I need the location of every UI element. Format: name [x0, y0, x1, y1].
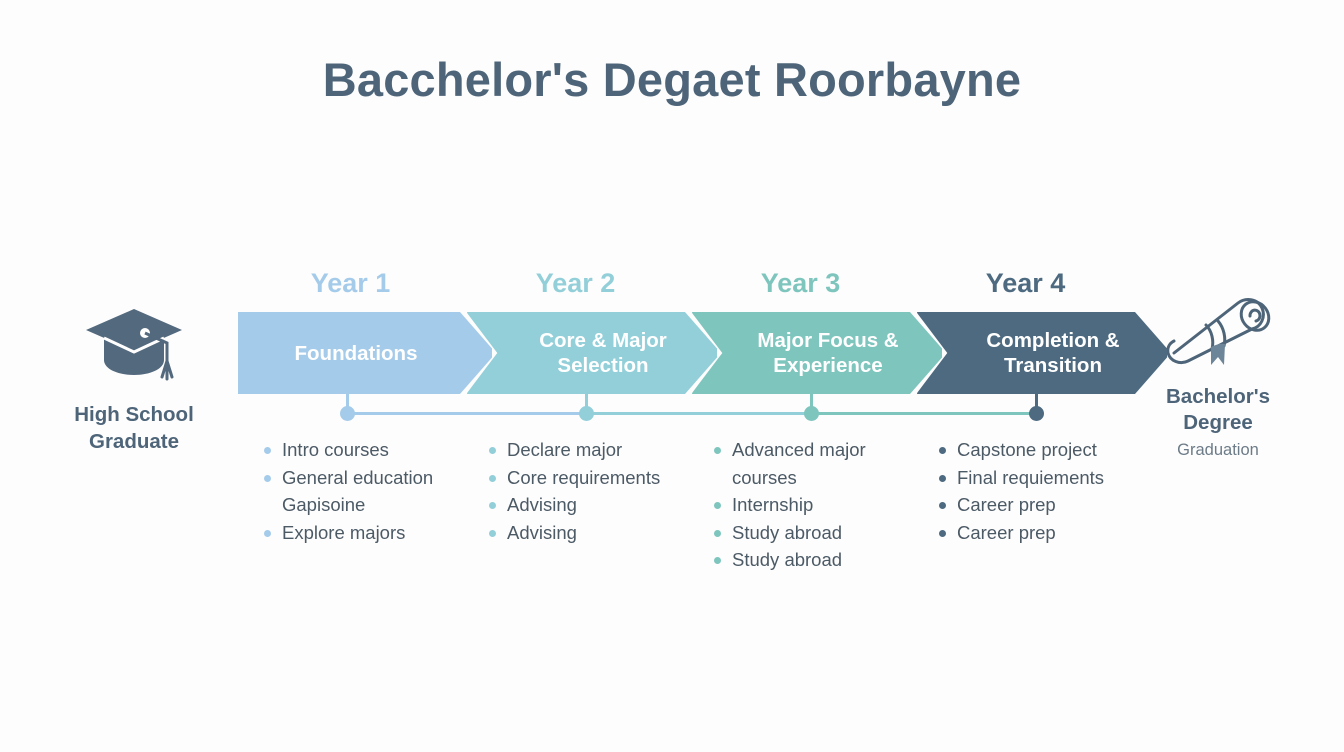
bullet-dot-icon — [939, 447, 946, 454]
list-item-label: Gapisoine — [282, 494, 366, 516]
rail-node-1[interactable] — [340, 406, 355, 421]
rail-stem-4 — [1035, 392, 1038, 413]
year-label-3: Year 3 — [760, 268, 841, 298]
page-title: Bacchelor's Degaet Roorbayne — [322, 53, 1022, 106]
bullet-dot-icon — [714, 529, 721, 537]
list-item: Intro courses — [260, 437, 475, 463]
bullet-dot-icon — [939, 474, 946, 482]
bullet-dot-icon — [489, 529, 496, 537]
graduation-cap-icon — [48, 300, 220, 386]
list-item: Advising — [485, 492, 700, 518]
stage-chevron-band: Foundations Core & Major Selection Major F… — [238, 312, 1167, 394]
bullet-dot-icon — [264, 474, 271, 482]
rail-node-4[interactable] — [1029, 406, 1044, 421]
list-item-label: Advising — [507, 494, 577, 516]
list-item-label: Advanced major — [732, 439, 866, 460]
list-item-label: Career prep — [957, 494, 1056, 516]
list-item: Capstone project — [935, 437, 1150, 463]
bullet-dot-icon — [489, 502, 496, 510]
rail-segment-3 — [811, 412, 1036, 415]
rail-stem-2 — [585, 392, 588, 413]
list-item: Core requirements — [485, 465, 700, 491]
stage-chevron-1[interactable]: Foundations — [238, 312, 492, 394]
list-item: Final requiements — [935, 465, 1150, 491]
stage-chevron-label-3: Major Focus & Experience — [757, 329, 899, 377]
stage-chevron-label-4: Completion & Transition — [986, 329, 1120, 377]
start-node-label: High School Graduate — [74, 403, 194, 453]
bullet-dot-icon — [714, 502, 721, 510]
timeline-connector-rail — [238, 392, 1138, 424]
end-node-label: Bachelor's Degree — [1165, 385, 1270, 434]
list-item: Career prep — [935, 492, 1150, 518]
year-label-1: Year 1 — [310, 268, 391, 298]
list-item-label: Capstone project — [957, 439, 1097, 460]
list-item: Declare major — [485, 437, 700, 463]
bullet-dot-icon — [264, 529, 271, 537]
list-item: Advising — [485, 520, 700, 546]
list-item: Study abroad — [710, 520, 925, 546]
list-item-label: Explore majors — [282, 521, 406, 543]
stage-chevron-2[interactable]: Core & Major Selection — [463, 312, 717, 394]
bullet-dot-icon — [714, 447, 721, 454]
rail-node-2[interactable] — [579, 406, 594, 421]
bullet-dot-icon — [489, 447, 496, 454]
bullet-dot-icon — [489, 474, 496, 482]
stage-chevron-label-1: Foundations — [294, 341, 418, 365]
year-label-2: Year 2 — [535, 268, 616, 298]
end-node-sublabel: Graduation — [1177, 441, 1259, 460]
rail-segment-2 — [586, 412, 811, 415]
stage-chevron-4[interactable]: Completion & Transition — [913, 312, 1167, 394]
list-item: Study abroad — [710, 547, 925, 573]
list-item: Advanced major — [710, 437, 925, 463]
list-item-label: Study abroad — [732, 521, 843, 543]
list-item-label: Advising — [507, 521, 577, 543]
stage-chevron-label-2: Core & Major Selection — [539, 329, 667, 377]
list-item: Career prep — [935, 520, 1150, 546]
list-item-label: Internship — [732, 494, 814, 516]
stage-chevron-3[interactable]: Major Focus & Experience — [688, 312, 942, 394]
diploma-scroll-icon — [1123, 290, 1313, 378]
bullet-dot-icon — [264, 447, 271, 454]
list-item: Explore majors — [260, 520, 475, 546]
rail-stem-1 — [346, 392, 349, 413]
list-item: General education — [260, 465, 475, 491]
list-item-label: Declare major — [507, 439, 623, 460]
list-item-label: General education — [282, 466, 434, 488]
start-node-high-school: High School Graduate — [48, 300, 220, 455]
list-item-label: Final requiements — [957, 466, 1105, 488]
list-item-label: Core requirements — [507, 466, 661, 488]
bullet-dot-icon — [939, 529, 946, 537]
list-item: courses — [710, 465, 925, 491]
rail-segment-1 — [347, 412, 586, 415]
year-label-4: Year 4 — [985, 268, 1066, 298]
bullet-dot-icon — [714, 557, 721, 565]
rail-stem-3 — [810, 392, 813, 413]
list-item-label: Career prep — [957, 521, 1056, 543]
list-item-label: courses — [732, 466, 797, 488]
list-item: Gapisoine — [260, 492, 475, 518]
end-node-bachelors-degree: Bachelor's Degree Graduation — [1123, 290, 1313, 460]
list-item: Internship — [710, 492, 925, 518]
list-item-label: Study abroad — [732, 549, 843, 571]
bullet-dot-icon — [939, 502, 946, 510]
rail-node-3[interactable] — [804, 406, 819, 421]
list-item-label: Intro courses — [282, 439, 389, 460]
